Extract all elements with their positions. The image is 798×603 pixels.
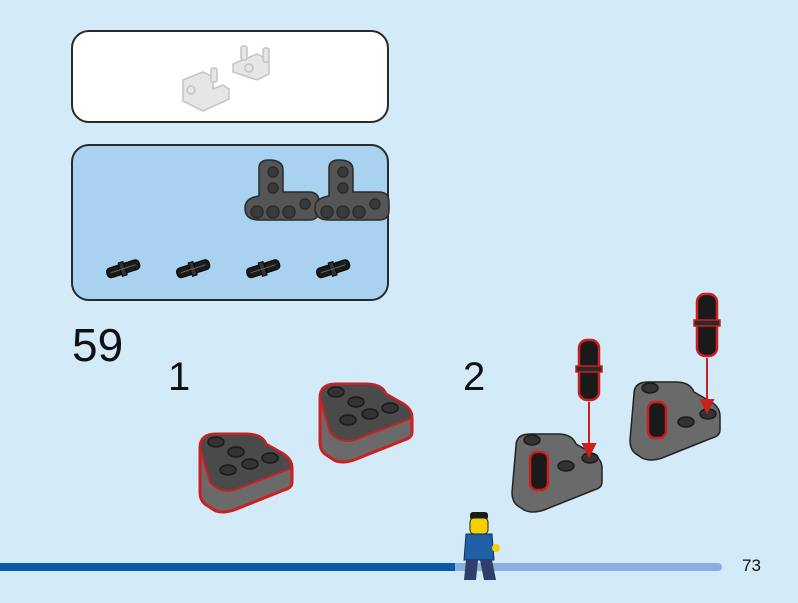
previous-step-panel [71, 30, 389, 123]
t-beam-icon [318, 382, 414, 464]
t-beam-icon [314, 159, 390, 221]
previous-step-parts-icon [182, 45, 270, 112]
pin-icon [693, 292, 721, 358]
page-progress-bar [0, 563, 722, 571]
parts-list-panel [71, 144, 390, 301]
pin-icon [315, 259, 351, 279]
pin-icon [245, 259, 281, 279]
progress-fill [0, 563, 455, 571]
arrow-down-icon [699, 358, 715, 415]
arrow-down-icon [581, 402, 597, 459]
t-beam-icon [629, 381, 721, 461]
pin-icon [105, 259, 141, 279]
t-beam-icon [198, 432, 294, 514]
substep-2-label: 2 [463, 355, 486, 399]
page-number: 73 [742, 556, 761, 575]
t-beam-icon [511, 433, 603, 513]
parts-list-graphic [105, 159, 390, 279]
pin-icon [175, 259, 211, 279]
pin-icon [575, 338, 603, 402]
substep-1-label: 1 [168, 355, 191, 399]
step-number: 59 [72, 319, 124, 371]
